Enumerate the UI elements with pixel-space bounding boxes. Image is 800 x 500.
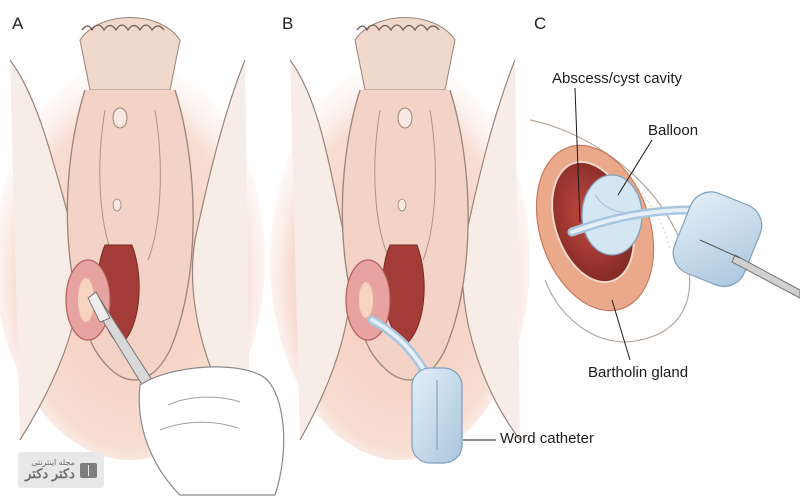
gland-leader-line <box>611 299 631 361</box>
panel-b-incision <box>359 282 373 318</box>
panel-a-urethra <box>112 198 122 212</box>
panel-b-catheter-tube-highlight <box>370 318 427 374</box>
panel-c-catheter-highlight <box>570 208 692 234</box>
panel-b-letter: B <box>282 14 294 33</box>
cavity-leader-line <box>574 87 581 223</box>
book-icon <box>79 462 97 478</box>
panel-b-drawing <box>270 17 530 464</box>
gland-label: Bartholin gland <box>588 364 689 381</box>
watermark-badge: مجله اینترنتی دکتر دکتر <box>18 452 104 488</box>
watermark-line2: دکتر دکتر <box>25 466 75 482</box>
panel-a-incision <box>78 278 94 322</box>
watermark-line1: مجله اینترنتی <box>31 457 75 467</box>
balloon-leader-line <box>617 139 653 196</box>
catheter-label: Word catheter <box>500 430 594 447</box>
panel-b-mons <box>354 17 456 91</box>
panel-c-letter: C <box>534 14 547 33</box>
panel-c-drawing <box>529 87 800 361</box>
panel-c-tissue-texture <box>559 149 671 251</box>
panel-a-fingers <box>159 396 241 431</box>
cavity-label: Abscess/cyst cavity <box>552 70 683 87</box>
panel-a-drawing <box>0 17 285 496</box>
panel-b-urethra <box>397 198 407 212</box>
panel-a-hair <box>81 24 165 32</box>
panel-c-catheter-hub <box>672 191 763 288</box>
panel-a-blade <box>87 291 111 323</box>
panel-c-syringe <box>731 254 800 299</box>
panel-a-mons <box>79 17 181 91</box>
balloon-label: Balloon <box>648 122 699 139</box>
panel-a-letter: A <box>12 14 24 33</box>
watermark-text: مجله اینترنتی دکتر دکتر <box>25 457 75 482</box>
panel-c-needle <box>699 239 741 259</box>
panel-b-clitoris <box>397 107 413 129</box>
panel-a-hand <box>138 366 285 496</box>
panel-b-folds <box>374 109 436 261</box>
panel-b-hair <box>356 24 440 32</box>
panel-a-clitoris <box>112 107 128 129</box>
